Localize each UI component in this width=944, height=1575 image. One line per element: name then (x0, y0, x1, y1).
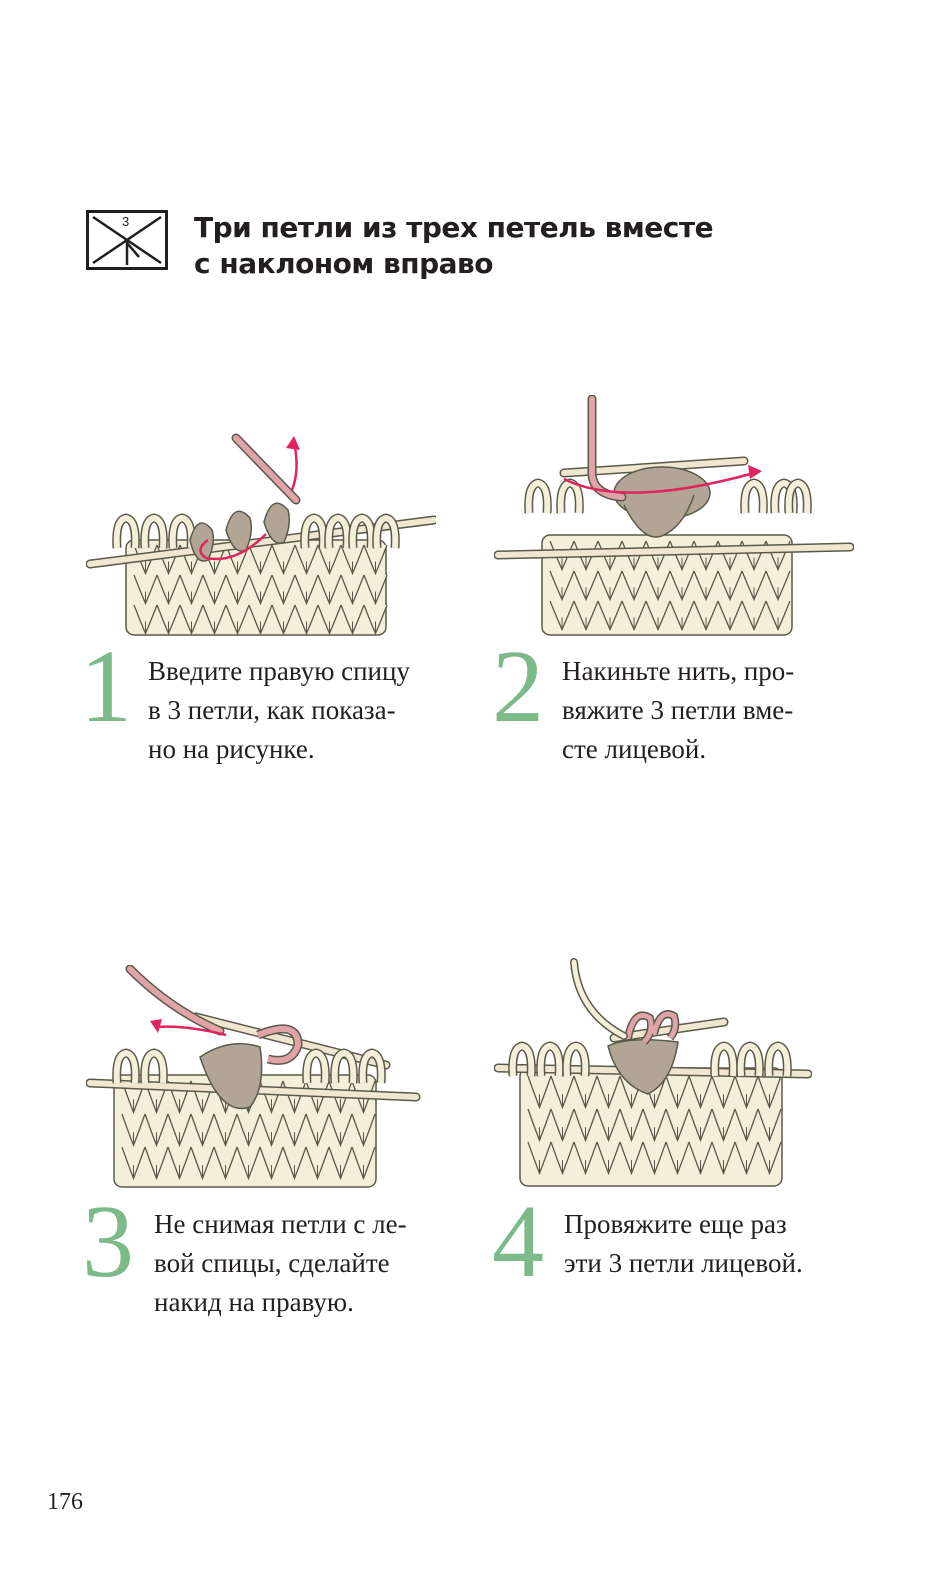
step-text-3: Не снимая петли с ле- вой спицы, сделайт… (154, 1205, 407, 1322)
three-together-right-slant-symbol-icon: 3 (86, 210, 168, 270)
page-number: 176 (47, 1489, 83, 1515)
step-number-3: 3 (82, 1184, 134, 1299)
page-title: Три петли из трех петель вместе с наклон… (194, 210, 794, 282)
step-1-line-3: но на рисунке. (148, 734, 315, 764)
step-3-line-3: накид на правую. (154, 1287, 354, 1317)
step-2-line-1: Накиньте нить, про- (562, 656, 795, 686)
title-line-1: Три петли из трех петель вместе (194, 211, 714, 244)
step-text-1: Введите правую спицу в 3 петли, как пока… (148, 652, 410, 769)
step-4-line-2: эти 3 петли лицевой. (564, 1248, 803, 1278)
step-4-line-1: Провяжите еще раз (564, 1209, 787, 1239)
knitting-step-3-illustration (86, 965, 421, 1188)
step-number-2: 2 (492, 629, 544, 744)
knitting-step-4-illustration (494, 958, 812, 1187)
step-1-line-1: Введите правую спицу (148, 656, 410, 686)
step-2-line-2: вяжите 3 петли вме- (562, 695, 794, 725)
step-number-4: 4 (492, 1184, 544, 1299)
step-1-line-2: в 3 петли, как показа- (148, 695, 396, 725)
step-2-line-3: сте лицевой. (562, 734, 707, 764)
symbol-number: 3 (122, 214, 130, 229)
title-line-2: с наклоном вправо (194, 247, 494, 280)
step-3-line-2: вой спицы, сделайте (154, 1248, 390, 1278)
step-text-4: Провяжите еще раз эти 3 петли лицевой. (564, 1205, 803, 1283)
knitting-step-1-illustration (86, 433, 436, 636)
step-number-1: 1 (80, 629, 132, 744)
knitting-step-2-illustration (494, 395, 854, 636)
step-3-line-1: Не снимая петли с ле- (154, 1209, 407, 1239)
step-text-2: Накиньте нить, про- вяжите 3 петли вме- … (562, 652, 794, 769)
